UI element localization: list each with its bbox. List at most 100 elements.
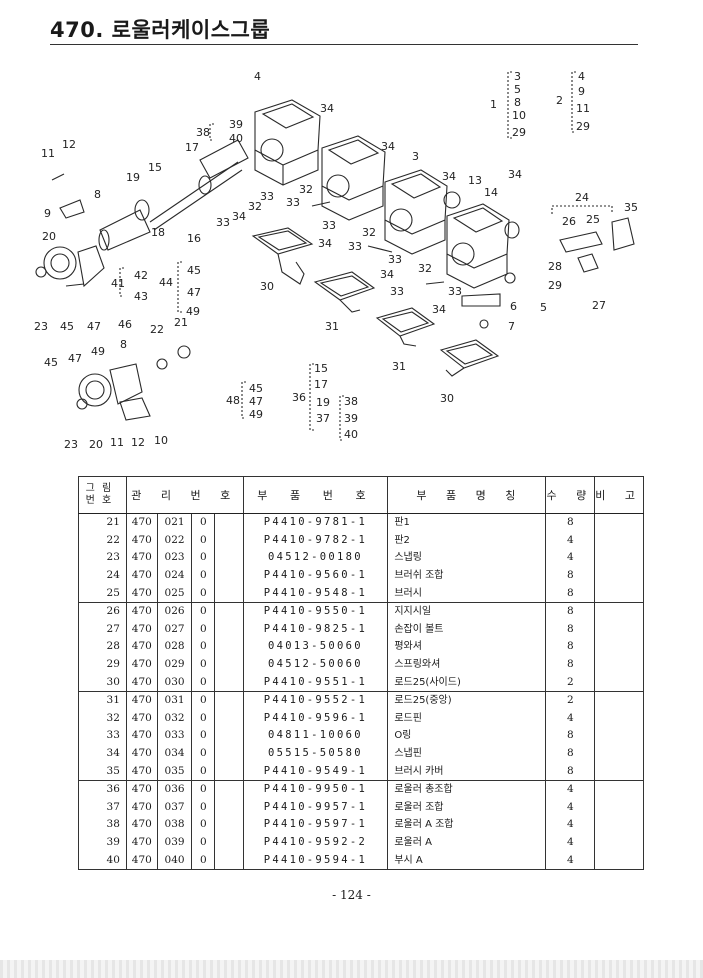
callout: 29 (548, 279, 562, 292)
cell-mgmt-rev: 0 (191, 584, 216, 603)
callout: 35 (624, 201, 638, 214)
cell-mgmt-item: 023 (156, 549, 193, 567)
cell-part-name: 스냅핀 (387, 744, 547, 763)
cell-part-no: P4410-9597-1 (242, 816, 389, 834)
cell-mgmt-rev: 0 (191, 744, 216, 763)
cell-mgmt-item: 028 (156, 638, 193, 656)
callout: 14 (484, 186, 498, 199)
callout: 17 (185, 141, 199, 154)
col-header-note: 비 고 (594, 476, 644, 514)
cell-note (594, 833, 644, 852)
cell-mgmt-group: 470 (125, 549, 158, 567)
callout: 17 (314, 378, 328, 391)
callout: 33 (390, 285, 404, 298)
callout: 47 (68, 352, 82, 365)
cell-qty: 4 (545, 851, 596, 870)
cell-note (594, 851, 644, 870)
callout: 49 (249, 408, 263, 421)
rod-cover-left (251, 227, 314, 285)
small-fasteners (51, 173, 516, 329)
cell-mgmt-blank (214, 727, 244, 745)
cell-qty: 8 (545, 655, 596, 674)
cell-mgmt-item: 039 (156, 833, 193, 852)
callout: 34 (380, 268, 394, 281)
callout: 33 (260, 190, 274, 203)
cell-mgmt-blank (214, 620, 244, 639)
roller-shaft-assembly (98, 139, 249, 251)
cell-mgmt-rev: 0 (191, 531, 216, 550)
cell-mgmt-item: 025 (156, 584, 193, 603)
cell-fig-no: 21 (78, 512, 127, 532)
cell-mgmt-group: 470 (125, 512, 158, 532)
cell-mgmt-blank (214, 709, 244, 728)
cell-qty: 2 (545, 673, 596, 692)
callout: 21 (174, 316, 188, 329)
cell-mgmt-blank (214, 601, 244, 621)
cell-mgmt-rev: 0 (191, 690, 216, 710)
callout: 5 (514, 83, 521, 96)
cell-fig-no: 29 (78, 655, 127, 674)
cell-part-no: 05515-50580 (242, 744, 389, 763)
cell-part-name: 평와셔 (387, 638, 547, 656)
callout: 47 (187, 286, 201, 299)
cell-mgmt-group: 470 (125, 638, 158, 656)
cell-part-no: P4410-9592-2 (242, 833, 389, 852)
callout: 31 (392, 360, 406, 373)
cell-qty: 4 (545, 531, 596, 550)
callout: 1 (490, 98, 497, 111)
callout: 10 (512, 109, 526, 122)
callout: 20 (42, 230, 56, 243)
cell-part-name: 손잡이 볼트 (387, 620, 547, 639)
callout: 33 (216, 216, 230, 229)
callout: 20 (89, 438, 103, 451)
cell-mgmt-rev: 0 (191, 779, 216, 799)
cell-mgmt-item: 027 (156, 620, 193, 639)
cell-mgmt-group: 470 (125, 816, 158, 834)
cell-mgmt-group: 470 (125, 744, 158, 763)
cell-fig-no: 28 (78, 638, 127, 656)
cell-qty: 8 (545, 744, 596, 763)
cell-fig-no: 27 (78, 620, 127, 639)
cell-mgmt-blank (214, 816, 244, 834)
cell-part-name: 로드핀 (387, 709, 547, 728)
col-header-part-name: 부 품 명 칭 (387, 476, 547, 514)
callout: 46 (118, 318, 132, 331)
fig-header-line: 번 호 (85, 495, 114, 506)
callout: 45 (44, 356, 58, 369)
callout: 11 (576, 102, 590, 115)
callout: 22 (150, 323, 164, 336)
callout: 19 (126, 171, 140, 184)
cell-mgmt-group: 470 (125, 531, 158, 550)
cell-mgmt-rev: 0 (191, 727, 216, 745)
cell-mgmt-blank (214, 833, 244, 852)
cell-note (594, 762, 644, 781)
cell-note (594, 531, 644, 550)
callout: 34 (508, 168, 522, 181)
callout: 49 (91, 345, 105, 358)
callout: 33 (448, 285, 462, 298)
cell-mgmt-rev: 0 (191, 512, 216, 532)
cell-mgmt-blank (214, 690, 244, 710)
cell-mgmt-rev: 0 (191, 638, 216, 656)
cell-part-name: 브러쉬 조합 (387, 566, 547, 585)
cell-part-no: P4410-9825-1 (242, 620, 389, 639)
roller-case-housing-1 (254, 99, 321, 186)
cell-mgmt-item: 030 (156, 673, 193, 692)
callout: 16 (187, 232, 201, 245)
callout: 32 (248, 200, 262, 213)
cell-part-name: 로드25(중앙) (387, 690, 547, 710)
cell-qty: 4 (545, 798, 596, 817)
cell-mgmt-item: 022 (156, 531, 193, 550)
callout: 3 (412, 150, 419, 163)
cell-fig-no: 33 (78, 727, 127, 745)
cell-note (594, 816, 644, 834)
